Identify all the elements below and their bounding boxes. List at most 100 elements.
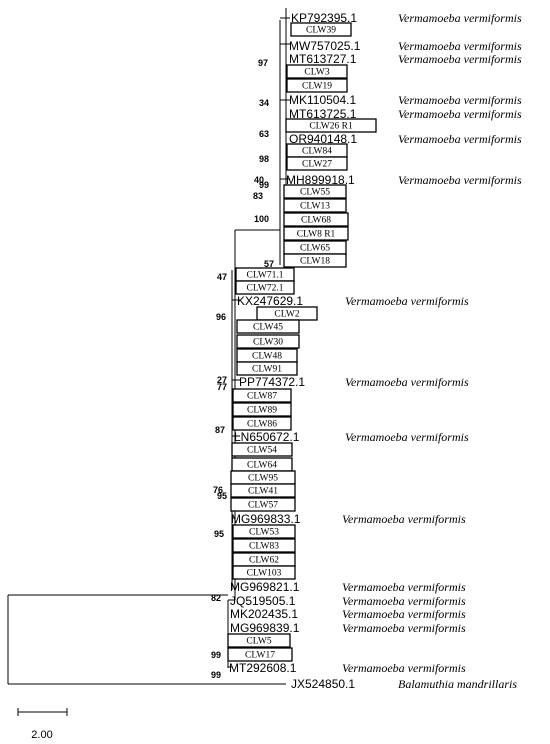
isolate-box [283,184,347,199]
bootstrap-value: 99 [259,180,269,190]
bootstrap-value: 40 [254,175,264,185]
isolate-box [232,565,296,580]
accession-label: JX524850.1 [291,677,355,691]
accession-label: MH899918.1 [286,173,355,187]
isolate-label: CLW86 [247,420,277,430]
isolate-label: CLW103 [247,569,282,579]
bootstrap-value: 83 [253,191,263,201]
bootstrap-value: 96 [216,312,226,322]
isolate-label: CLW64 [247,461,277,471]
bootstrap-value: 98 [259,154,269,164]
isolate-label: CLW26 R1 [309,122,353,132]
accession-label: LN650672.1 [234,430,300,444]
accession-label: MG969839.1 [230,621,300,635]
bootstrap-value: 77 [217,382,227,392]
isolate-label: CLW3 [304,68,329,78]
isolate-label: CLW13 [300,202,330,212]
isolate-label: CLW17 [245,651,275,661]
bootstrap-value: 47 [217,272,227,282]
bootstrap-value: 76 [213,485,223,495]
isolate-label: CLW91 [252,365,282,375]
isolate-box [286,78,348,93]
isolate-label: CLW68 [301,216,331,226]
isolate-label: CLW45 [253,323,283,333]
isolate-label: CLW84 [302,147,332,157]
isolate-box [231,442,293,457]
species-label: Vermamoeba vermiformis [345,294,469,308]
isolate-label: CLW8 R1 [297,230,336,240]
isolate-box [227,647,293,662]
isolate-box [290,22,352,37]
isolate-label: CLW65 [300,244,330,254]
isolate-label: CLW55 [300,188,330,198]
bootstrap-value: 82 [211,593,221,603]
bootstrap-value: 97 [258,58,268,68]
isolate-box [236,319,300,334]
accession-label: MG969833.1 [231,512,301,526]
species-label: Vermamoeba vermiformis [398,107,522,121]
isolate-label: CLW19 [302,82,332,92]
species-label: Vermamoeba vermiformis [342,512,466,526]
bootstrap-value: 87 [215,425,225,435]
isolate-label: CLW41 [248,487,278,497]
isolate-label: CLW62 [249,556,279,566]
isolate-box [227,633,291,648]
species-label: Vermamoeba vermiformis [398,132,522,146]
bootstrap-value: 57 [264,259,274,269]
isolate-label: CLW39 [306,26,336,36]
isolate-box [283,226,349,241]
isolate-box [285,118,377,133]
accession-label: MK110504.1 [289,93,356,107]
accession-label: MT292608.1 [229,661,297,675]
isolate-box [283,253,347,268]
bootstrap-value: 99 [211,670,221,680]
isolate-label: CLW5 [246,637,271,647]
bootstrap-value: 95 [217,491,227,501]
accession-label: MK202435.1 [230,607,298,621]
bootstrap-values: 9734639840998310057479627778776959582999… [211,58,274,680]
scale-bar: 2.00 [17,708,68,741]
isolate-box [236,334,300,349]
isolate-label: CLW53 [249,528,279,538]
species-label: Vermamoeba vermiformis [398,39,522,53]
bootstrap-value: 99 [211,650,221,660]
isolate-label: CLW57 [248,501,278,511]
isolate-box [235,280,295,295]
isolate-label: CLW95 [248,474,278,484]
scale-bar-label: 2.00 [31,729,52,741]
isolate-box [236,361,298,376]
isolate-box [232,524,296,539]
isolate-box [232,402,292,417]
species-label: Vermamoeba vermiformis [342,580,466,594]
species-label: Vermamoeba vermiformis [398,173,522,187]
species-label: Vermamoeba vermiformis [398,52,522,66]
species-label: Vermamoeba vermiformis [398,93,522,107]
bootstrap-value: 63 [259,129,269,139]
isolate-label: CLW30 [253,338,283,348]
species-label: Vermamoeba vermiformis [398,11,522,25]
bootstrap-value: 95 [214,529,224,539]
species-label: Vermamoeba vermiformis [345,430,469,444]
isolate-box [286,156,348,171]
isolate-label: CLW71.1 [246,271,283,281]
isolate-box [232,416,292,431]
accession-label: MG969821.1 [230,580,300,594]
isolate-box [232,388,292,403]
isolate-label: CLW48 [252,352,282,362]
isolate-box [230,497,296,512]
isolate-label: CLW87 [247,392,277,402]
species-label: Balamuthia mandrillaris [398,677,517,691]
accession-label: KX247629.1 [237,294,303,308]
bootstrap-value: 100 [254,214,269,224]
accession-label: MT613727.1 [289,52,357,66]
isolate-label: CLW18 [300,257,330,267]
isolate-label: CLW83 [249,542,279,552]
isolate-label: CLW2 [274,310,299,320]
species-label: Vermamoeba vermiformis [342,661,466,675]
isolate-box [232,538,296,553]
isolate-box [230,483,296,498]
bootstrap-value: 34 [259,98,269,108]
accession-label: KP792395.1 [291,11,357,25]
